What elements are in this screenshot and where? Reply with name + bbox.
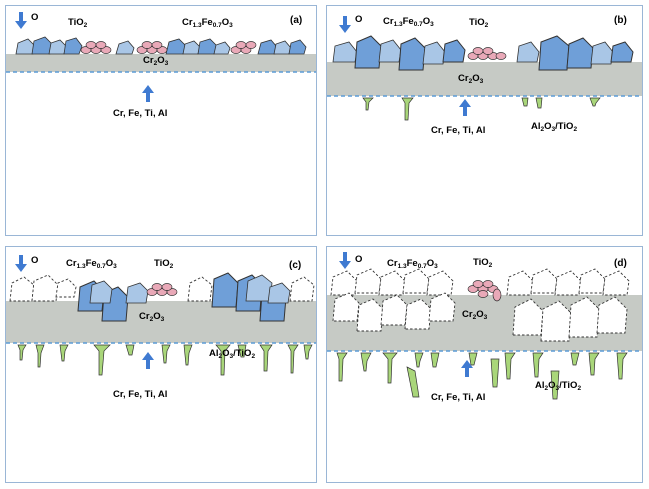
surface-grains [77, 272, 291, 322]
internal-oxides [17, 344, 313, 376]
surface-grains [15, 36, 307, 55]
panel-label: (b) [614, 15, 627, 26]
void-grains [9, 274, 315, 302]
crfe-oxide-label: Cr1.3Fe0.7O3 [182, 17, 233, 29]
panel-c-drawing [6, 255, 316, 376]
oxygen-inward-arrow [339, 252, 351, 269]
cr2o3-label: Cr2O3 [458, 73, 484, 85]
tio2-label: TiO2 [473, 257, 493, 269]
cation-outward-arrow [142, 85, 154, 102]
tio2-label: TiO2 [68, 17, 88, 29]
panel-a: O TiO2 Cr1.3Fe0.7O3 Cr2O3 Cr, Fe, Ti, Al… [5, 5, 317, 236]
crfe-oxide-label: Cr1.3Fe0.7O3 [387, 258, 438, 270]
oxygen-label: O [31, 12, 39, 23]
panel-c: O Cr1.3Fe0.7O3 TiO2 Cr2O3 Al2O3/TiO2 Cr,… [5, 246, 317, 483]
diffusing-elements-label: Cr, Fe, Ti, Al [113, 108, 168, 119]
internal-oxides [336, 352, 628, 400]
crfe-oxide-label: Cr1.3Fe0.7O3 [383, 16, 434, 28]
internal-oxides [362, 97, 601, 121]
cation-outward-arrow [142, 352, 154, 369]
tio2-label: TiO2 [469, 17, 489, 29]
tio2-particles [80, 41, 257, 54]
diffusing-elements-label: Cr, Fe, Ti, Al [113, 389, 168, 400]
crfe-oxide-label: Cr1.3Fe0.7O3 [66, 258, 117, 270]
oxygen-inward-arrow [339, 16, 351, 33]
oxygen-inward-arrow [15, 255, 27, 272]
tio2-particles [146, 283, 178, 296]
oxygen-inward-arrow [15, 12, 27, 29]
tio2-particles [467, 280, 502, 302]
diffusing-elements-label: Cr, Fe, Ti, Al [431, 125, 486, 136]
cation-outward-arrow [459, 99, 471, 116]
panel-d: O Cr1.3Fe0.7O3 TiO2 Cr2O3 Cr, Fe, Ti, Al… [326, 246, 643, 483]
cr2o3-layer [6, 54, 316, 72]
oxygen-label: O [355, 14, 363, 25]
oxygen-label: O [355, 254, 363, 265]
oxygen-label: O [31, 255, 39, 266]
diffusing-elements-label: Cr, Fe, Ti, Al [431, 392, 486, 403]
al2o3-tio2-label: Al2O3/TiO2 [531, 121, 578, 133]
panel-a-drawing [6, 12, 316, 102]
al2o3-tio2-label: Al2O3/TiO2 [209, 348, 256, 360]
cation-outward-arrow [461, 360, 473, 377]
tio2-particles [467, 47, 507, 60]
cr2o3-label: Cr2O3 [143, 55, 169, 67]
cr2o3-label: Cr2O3 [139, 311, 165, 323]
panel-label: (a) [290, 15, 303, 26]
panel-b-drawing [327, 16, 642, 121]
void-grains [330, 268, 630, 342]
al2o3-tio2-label: Al2O3/TiO2 [535, 380, 582, 392]
surface-grains [332, 35, 634, 71]
tio2-label: TiO2 [154, 258, 174, 270]
panel-label: (c) [289, 260, 302, 271]
cr2o3-label: Cr2O3 [462, 309, 488, 321]
panel-b: O Cr1.3Fe0.7O3 TiO2 Cr2O3 Cr, Fe, Ti, Al… [326, 5, 643, 236]
panel-label: (d) [614, 258, 627, 269]
panel-d-drawing [327, 252, 642, 400]
